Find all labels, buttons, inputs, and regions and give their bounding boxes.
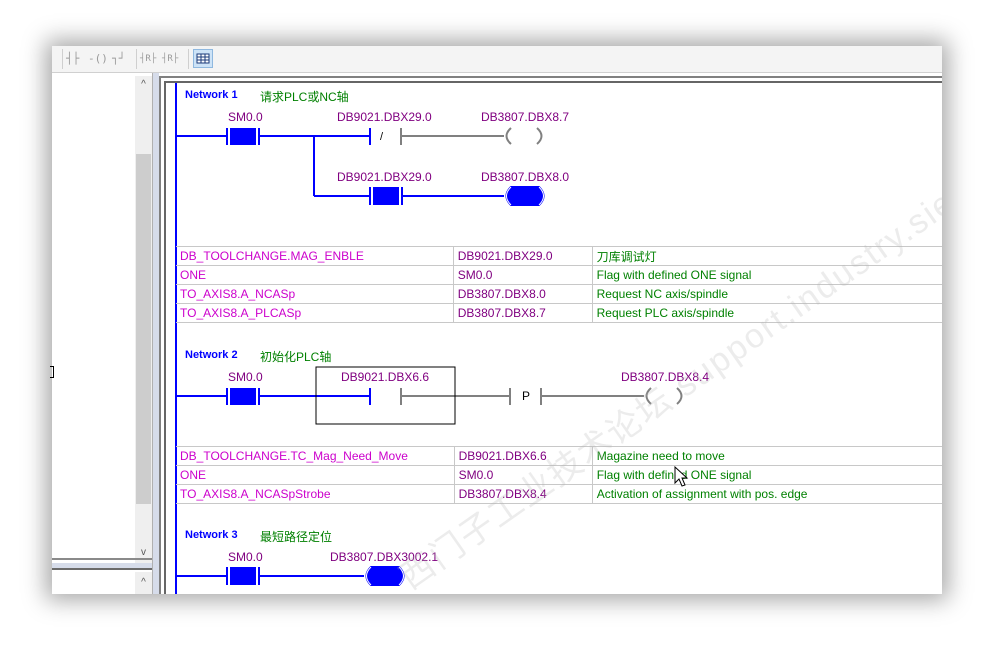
normally-open-contact-icon[interactable]: ┤├ [66, 52, 80, 65]
coil-db3807-dbx3002-1 [365, 566, 405, 586]
symbol-table-toggle-button[interactable] [193, 49, 213, 68]
address-cell: DB3807.DBX8.4 [453, 484, 593, 504]
network-2-symbol-table: DB_TOOLCHANGE.TC_Mag_Need_Move DB9021.DB… [176, 446, 942, 504]
scrollbar-thumb[interactable] [136, 154, 151, 504]
edge-detector-label[interactable]: P [522, 389, 531, 403]
table-row[interactable]: ONE SM0.0 Flag with defined ONE signal [176, 465, 942, 485]
insert-network-icon[interactable]: ┤R├ [140, 54, 157, 64]
network-2-comment[interactable]: 初始化PLC轴 [260, 350, 332, 364]
lower-pane-scrollbar[interactable]: ^ [135, 572, 152, 594]
pane-splitter[interactable] [52, 568, 152, 570]
coil-address[interactable]: DB3807.DBX8.7 [481, 110, 570, 124]
comment-cell: Flag with defined ONE signal [591, 265, 942, 285]
address-cell: DB9021.DBX6.6 [453, 446, 593, 466]
contact-db9021-dbx29-0 [369, 187, 403, 205]
contact-address[interactable]: DB9021.DBX29.0 [337, 170, 432, 184]
toolbar: ┤├ -() ┐┘ ┤R├ ┤R├ [52, 46, 942, 73]
scroll-up-icon[interactable]: ^ [141, 79, 146, 90]
box-icon[interactable]: ┐┘ [112, 52, 126, 65]
coil-db3807-dbx8-4 [645, 387, 683, 405]
comment-cell: 刀库调试灯 [591, 246, 942, 266]
table-row[interactable]: DB_TOOLCHANGE.MAG_ENBLE DB9021.DBX29.0 刀… [176, 246, 942, 266]
coil-db3807-dbx8-0 [505, 186, 545, 206]
contact-address[interactable]: SM0.0 [228, 550, 263, 564]
contact-address[interactable]: DB9021.DBX6.6 [341, 370, 430, 384]
coil-icon[interactable]: -() [88, 52, 108, 65]
selection-box [315, 366, 456, 425]
network-3-label[interactable]: Network 3 [185, 529, 238, 541]
toolbar-separator [62, 49, 63, 69]
table-row[interactable]: TO_AXIS8.A_NCASpStrobe DB3807.DBX8.4 Act… [176, 484, 942, 504]
positive-edge-contact [509, 388, 542, 405]
symbol-cell: DB_TOOLCHANGE.MAG_ENBLE [176, 246, 454, 266]
pane-splitter-band[interactable] [52, 563, 152, 568]
pane-splitter[interactable] [52, 558, 152, 560]
symbol-cell: TO_AXIS8.A_PLCASp [176, 303, 454, 323]
comment-cell: Request NC axis/spindle [591, 284, 942, 304]
network-3-comment[interactable]: 最短路径定位 [260, 530, 333, 544]
contact-address[interactable]: SM0.0 [228, 370, 263, 384]
contact-sm0-0 [226, 128, 260, 145]
scroll-up-icon[interactable]: ^ [141, 577, 146, 588]
ladder-diagram: / [175, 83, 683, 594]
table-icon [196, 53, 210, 64]
coil-db3807-dbx8-7 [505, 127, 543, 145]
toolbar-separator [188, 49, 189, 69]
symbol-cell: TO_AXIS8.A_NCASpStrobe [176, 484, 455, 504]
coil-address[interactable]: DB3807.DBX8.4 [621, 370, 710, 384]
nc-contact-db9021-dbx29-0: / [369, 128, 402, 145]
address-cell: DB9021.DBX29.0 [452, 246, 593, 266]
text-cursor-icon [50, 366, 54, 378]
contact-sm0-0 [226, 567, 260, 585]
table-row[interactable]: DB_TOOLCHANGE.TC_Mag_Need_Move DB9021.DB… [176, 446, 942, 466]
comment-cell: Request PLC axis/spindle [591, 303, 942, 323]
delete-network-icon[interactable]: ┤R├ [162, 54, 179, 64]
symbol-cell: ONE [176, 265, 454, 285]
comment-cell: Activation of assignment with pos. edge [591, 484, 942, 504]
ladder-canvas: / [164, 81, 942, 594]
address-cell: DB3807.DBX8.0 [452, 284, 593, 304]
contact-db9021-dbx6-6 [369, 388, 402, 405]
network-1-comment[interactable]: 请求PLC或NC轴 [260, 90, 349, 104]
project-tree-scrollbar[interactable]: ^ v [135, 76, 152, 563]
coil-address[interactable]: DB3807.DBX8.0 [481, 170, 570, 184]
network-1-label[interactable]: Network 1 [185, 89, 238, 101]
contact-address[interactable]: SM0.0 [228, 110, 263, 124]
network-1-symbol-table: DB_TOOLCHANGE.MAG_ENBLE DB9021.DBX29.0 刀… [176, 246, 942, 323]
address-cell: SM0.0 [453, 465, 593, 485]
vertical-splitter[interactable] [152, 73, 159, 594]
table-row[interactable]: TO_AXIS8.A_NCASp DB3807.DBX8.0 Request N… [176, 284, 942, 304]
symbol-cell: ONE [176, 465, 455, 485]
table-row[interactable]: TO_AXIS8.A_PLCASp DB3807.DBX8.7 Request … [176, 303, 942, 323]
negation-slash: / [380, 131, 384, 143]
table-row[interactable]: ONE SM0.0 Flag with defined ONE signal [176, 265, 942, 285]
comment-cell: Magazine need to move [591, 446, 942, 466]
coil-address[interactable]: DB3807.DBX3002.1 [330, 550, 439, 564]
contact-address[interactable]: DB9021.DBX29.0 [337, 110, 432, 124]
ladder-editor: / [159, 76, 942, 594]
scroll-down-icon[interactable]: v [141, 547, 146, 558]
symbol-cell: TO_AXIS8.A_NCASp [176, 284, 454, 304]
address-cell: DB3807.DBX8.7 [452, 303, 593, 323]
symbol-cell: DB_TOOLCHANGE.TC_Mag_Need_Move [176, 446, 455, 466]
address-cell: SM0.0 [452, 265, 593, 285]
plc-editor-window: ┤├ -() ┐┘ ┤R├ ┤R├ ^ v ^ [52, 46, 942, 594]
mouse-pointer-icon [674, 466, 689, 487]
toolbar-separator [136, 49, 137, 69]
comment-cell: Flag with defined ONE signal [591, 465, 942, 485]
contact-sm0-0 [226, 388, 260, 405]
network-2-label[interactable]: Network 2 [185, 349, 238, 361]
